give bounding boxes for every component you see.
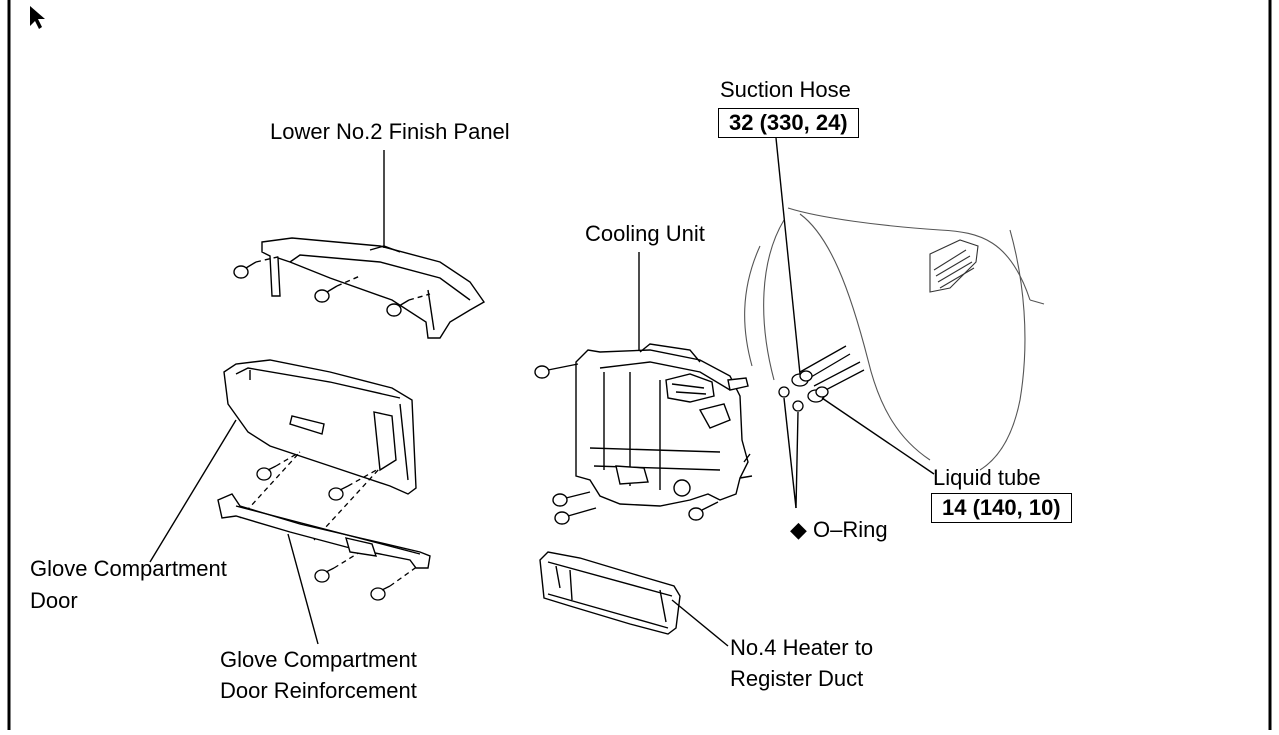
pointer-cursor-icon — [30, 6, 45, 29]
label-liquid-tube: Liquid tube — [933, 465, 1041, 490]
cooling-unit-screw — [552, 491, 591, 507]
label-glove-reinforcement-line2: Door Reinforcement — [220, 678, 417, 703]
liquid-tube-fitting — [807, 386, 829, 403]
label-suction-hose: Suction Hose — [720, 77, 851, 102]
door-screw — [370, 585, 391, 601]
cooling-unit-screw — [554, 507, 597, 525]
label-heater-duct-line1: No.4 Heater to — [730, 635, 874, 660]
leader-glove-reinforcement — [287, 533, 319, 645]
o-ring-icon — [778, 386, 790, 398]
label-heater-duct-line2: Register Duct — [730, 666, 864, 691]
torque-box-liquid-tube: 14 (140, 10) — [931, 493, 1072, 523]
label-lower-finish-panel: Lower No.2 Finish Panel — [270, 119, 510, 144]
label-glove-door-line1: Glove Compartment — [30, 556, 227, 581]
leader-suction-hose — [775, 137, 801, 375]
door-screw — [328, 485, 349, 501]
cooling-unit-screw — [688, 501, 719, 521]
glove-compartment-door-part — [223, 359, 417, 495]
heater-register-duct-part — [539, 551, 681, 635]
dashboard-outline — [744, 207, 1045, 471]
leader-o-ring-2 — [795, 411, 799, 509]
torque-box-suction-hose: 32 (330, 24) — [718, 108, 859, 138]
panel-screw — [386, 299, 410, 317]
leader-glove-door — [149, 419, 237, 563]
label-glove-door-line2: Door — [30, 588, 78, 613]
refrigerant-pipes — [778, 345, 865, 412]
panel-screw — [314, 285, 338, 303]
label-cooling-unit: Cooling Unit — [585, 221, 705, 246]
label-glove-reinforcement-line1: Glove Compartment — [220, 647, 417, 672]
leader-liquid-tube — [821, 397, 935, 475]
leader-heater-duct — [671, 599, 729, 647]
leader-o-ring-1 — [783, 397, 797, 509]
label-o-ring: ◆ O–Ring — [790, 517, 888, 542]
lower-finish-panel-part — [233, 237, 486, 339]
o-ring-icon — [792, 400, 804, 412]
door-screw — [314, 567, 335, 583]
door-screw — [256, 465, 277, 481]
door-reinforcement-part — [217, 493, 431, 569]
cooling-unit-screw — [534, 363, 579, 379]
cooling-unit-part — [534, 343, 753, 525]
suction-hose-fitting — [791, 370, 813, 387]
panel-screw — [233, 261, 257, 279]
